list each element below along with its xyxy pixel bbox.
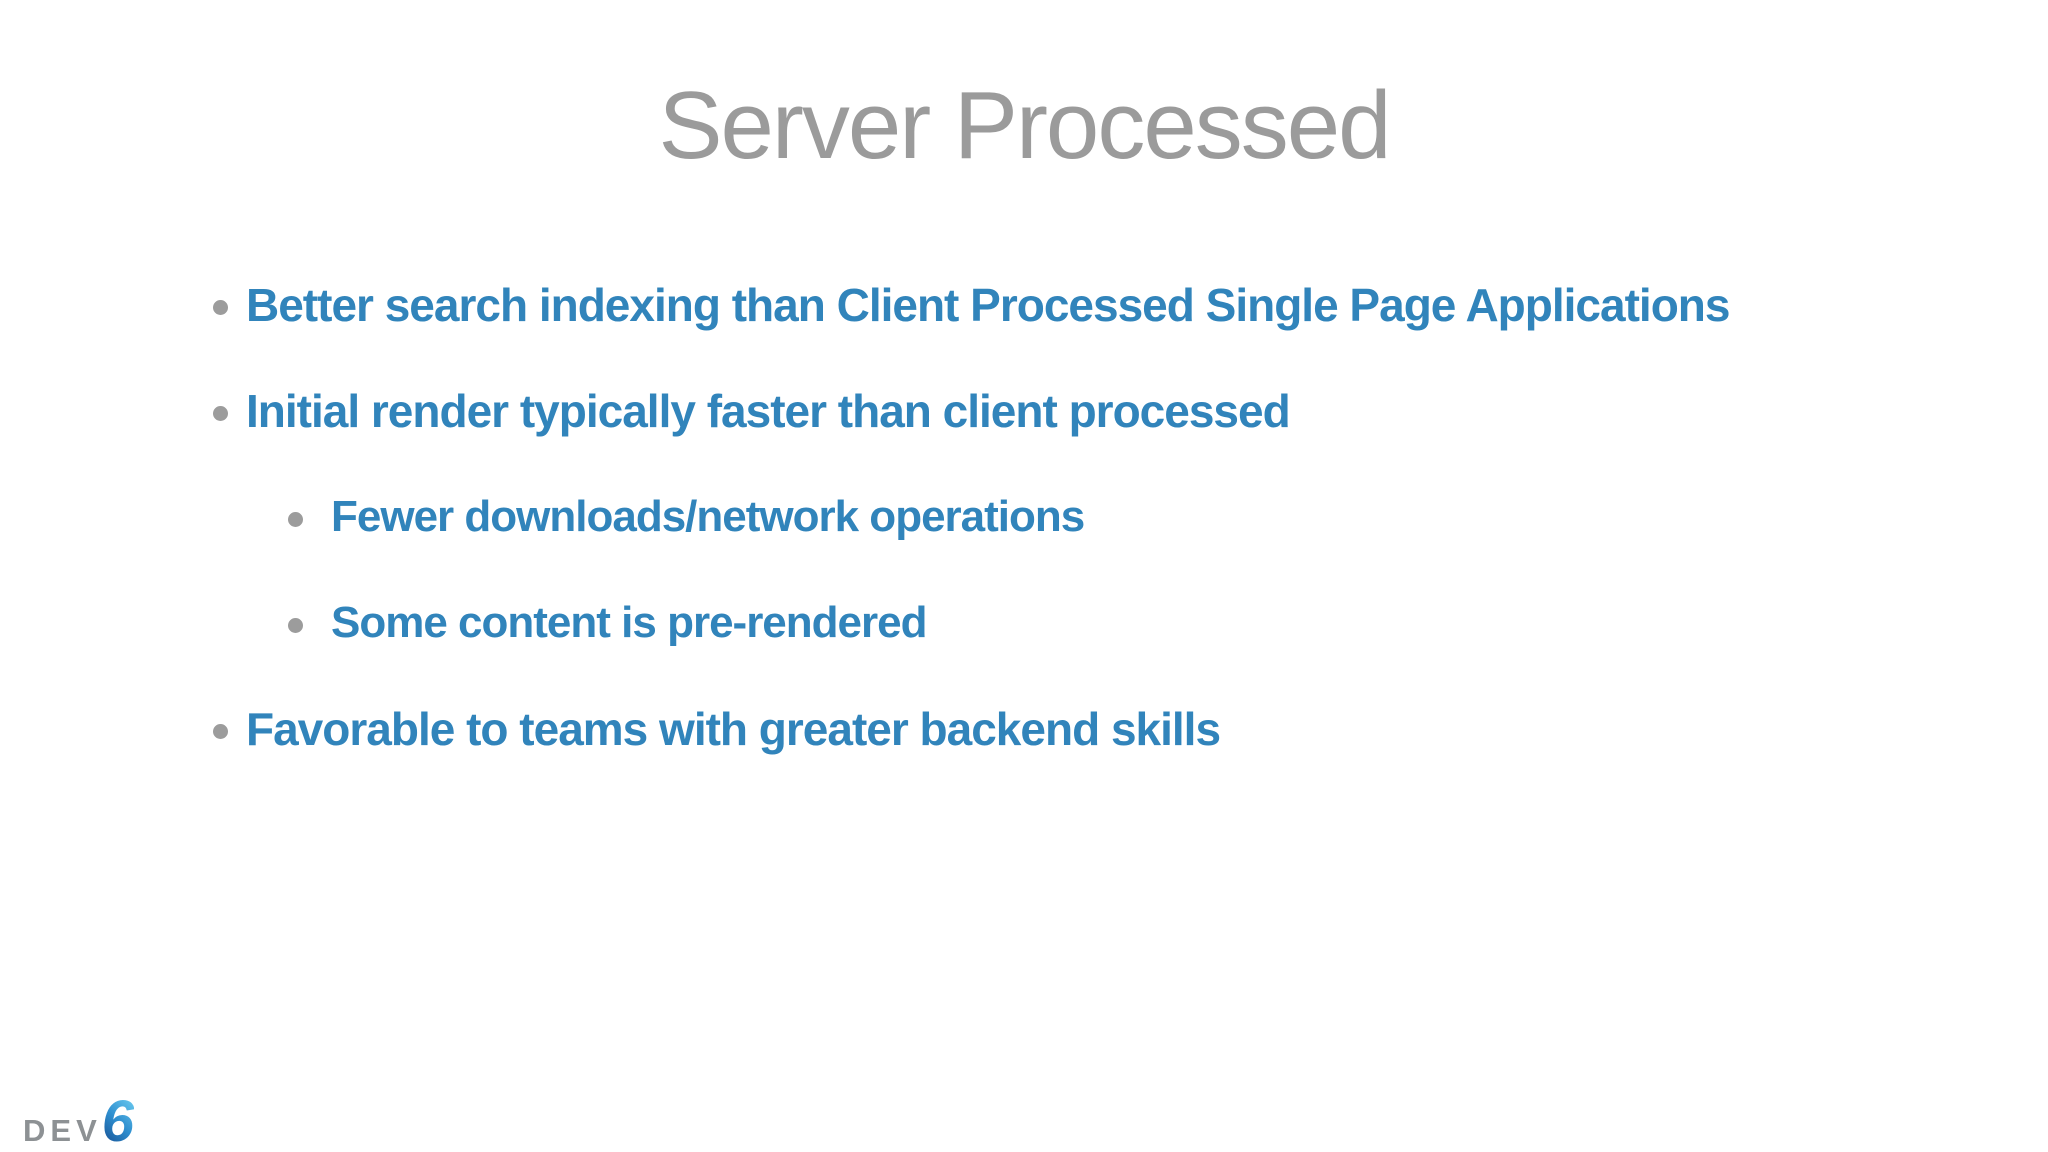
slide-title: Server Processed — [658, 72, 1392, 179]
bullet-list: Better search indexing than Client Proce… — [0, 252, 2048, 782]
bullet-dot-icon — [288, 617, 303, 633]
bullet-dot-icon — [213, 299, 228, 315]
bullet-text: Favorable to teams with greater backend … — [246, 703, 1221, 755]
bullet-text: Some content is pre-rendered — [331, 598, 927, 647]
list-item: Favorable to teams with greater backend … — [0, 676, 2048, 782]
list-item: Better search indexing than Client Proce… — [0, 252, 2048, 358]
dev6-logo-text-gray: DEV — [23, 1112, 102, 1148]
list-item: Initial render typically faster than cli… — [0, 358, 2048, 464]
bullet-text: Fewer downloads/network operations — [331, 492, 1085, 541]
bullet-text: Better search indexing than Client Proce… — [246, 279, 1730, 331]
dev6-logo-text-accent: 6 — [101, 1088, 135, 1152]
bullet-dot-icon — [288, 511, 303, 527]
bullet-dot-icon — [213, 405, 228, 421]
list-item: Some content is pre-rendered — [0, 570, 2048, 676]
list-item: Fewer downloads/network operations — [0, 464, 2048, 570]
bullet-dot-icon — [213, 723, 228, 739]
bullet-text: Initial render typically faster than cli… — [246, 385, 1291, 437]
